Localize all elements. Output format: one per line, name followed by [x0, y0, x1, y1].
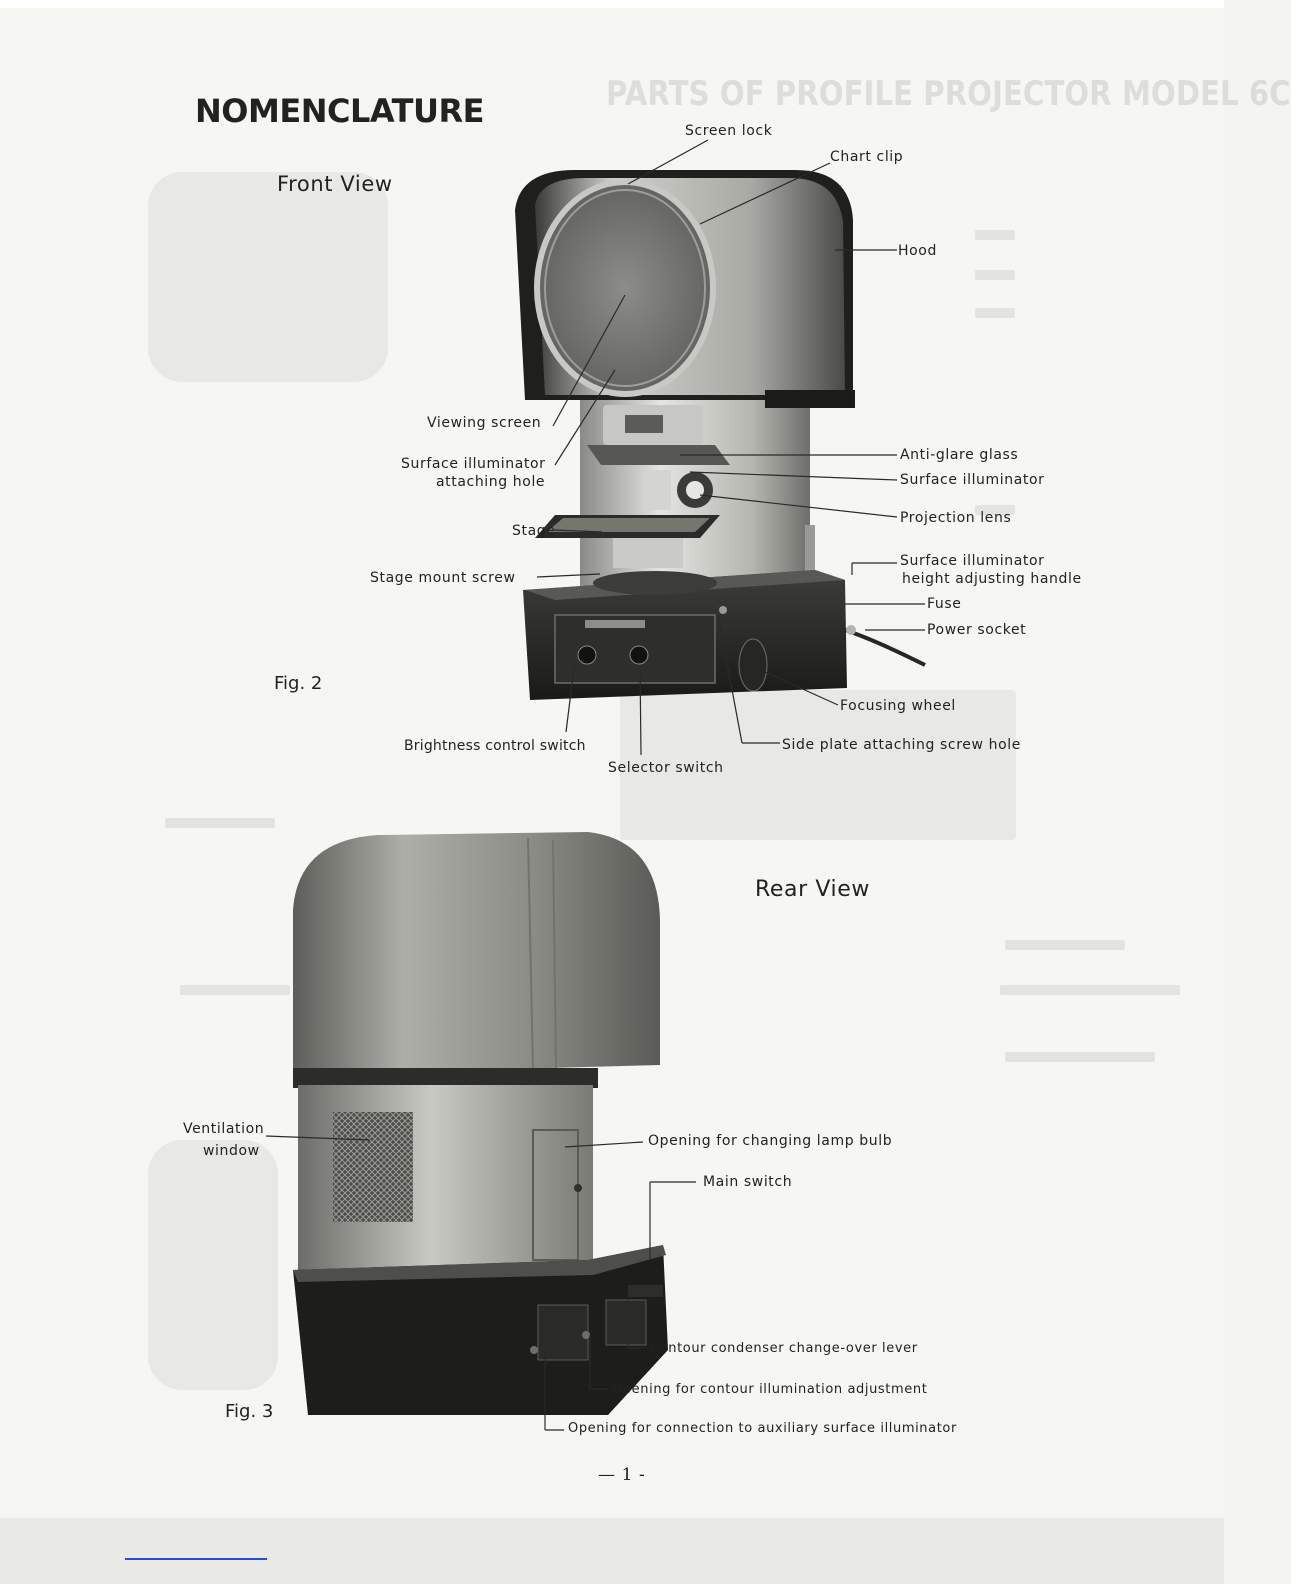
label-main-switch: Main switch	[703, 1174, 793, 1190]
label-stage: Stage	[512, 523, 556, 539]
label-ventilation-window-1: Ventilation	[183, 1121, 265, 1137]
scan-top-edge	[0, 0, 1224, 8]
label-focusing-wheel: Focusing wheel	[840, 698, 956, 714]
label-height-adjusting-handle-2: height adjusting handle	[902, 571, 1082, 587]
bleed-through-figure	[148, 172, 388, 382]
page-number: — 1 -	[598, 1465, 646, 1485]
label-brightness-control-switch: Brightness control switch	[404, 738, 586, 754]
callout-leader-lines	[265, 139, 925, 1431]
bleed-through-line	[975, 270, 1015, 280]
front-view-photo	[515, 170, 926, 700]
label-ventilation-window-2: window	[203, 1143, 260, 1159]
label-projection-lens: Projection lens	[900, 510, 1012, 526]
bleed-through-line	[975, 308, 1015, 318]
label-hood: Hood	[898, 243, 937, 259]
label-surface-illuminator-attaching-hole-1: Surface illuminator	[401, 456, 546, 472]
bleed-through-line	[165, 818, 275, 828]
label-side-plate-attaching-screw-hole: Side plate attaching screw hole	[782, 737, 1021, 753]
figure-label-rear: Fig. 3	[225, 1401, 274, 1422]
label-power-socket: Power socket	[927, 622, 1027, 638]
front-view-heading: Front View	[277, 172, 393, 196]
scan-bottom-edge	[0, 1518, 1224, 1584]
bleed-through-line	[975, 505, 1015, 515]
label-chart-clip: Chart clip	[830, 149, 904, 165]
label-fuse: Fuse	[927, 596, 962, 612]
label-opening-contour-illumination: Opening for contour illumination adjustm…	[612, 1382, 928, 1397]
bleed-through-figure	[620, 690, 1016, 840]
label-stage-mount-screw: Stage mount screw	[370, 570, 516, 586]
label-height-adjusting-handle-1: Surface illuminator	[900, 553, 1045, 569]
label-surface-illuminator: Surface illuminator	[900, 472, 1045, 488]
page-title: NOMENCLATURE	[195, 92, 484, 130]
label-anti-glare-glass: Anti-glare glass	[900, 447, 1019, 463]
rear-view-heading: Rear View	[755, 877, 870, 902]
scan-edge-mark	[125, 1558, 267, 1560]
bleed-through-line	[1000, 985, 1180, 995]
bleed-through-line	[1005, 940, 1125, 950]
label-selector-switch: Selector switch	[608, 760, 724, 776]
bleed-through-line	[1005, 1052, 1155, 1062]
label-viewing-screen: Viewing screen	[427, 415, 542, 431]
figure-label-front: Fig. 2	[274, 673, 323, 694]
label-contour-condenser-lever: Contour condenser change-over lever	[650, 1341, 918, 1356]
bleed-through-title: PARTS OF PROFILE PROJECTOR MODEL 6C	[606, 74, 1291, 114]
label-screen-lock: Screen lock	[685, 123, 773, 139]
rear-view-photo	[293, 832, 668, 1415]
bleed-through-line	[180, 985, 290, 995]
label-surface-illuminator-attaching-hole-2: attaching hole	[436, 474, 546, 490]
label-opening-lamp-bulb: Opening for changing lamp bulb	[648, 1133, 893, 1149]
bleed-through-line	[975, 230, 1015, 240]
bleed-through-figure	[148, 1140, 278, 1390]
label-opening-auxiliary-illuminator: Opening for connection to auxiliary surf…	[568, 1421, 957, 1436]
